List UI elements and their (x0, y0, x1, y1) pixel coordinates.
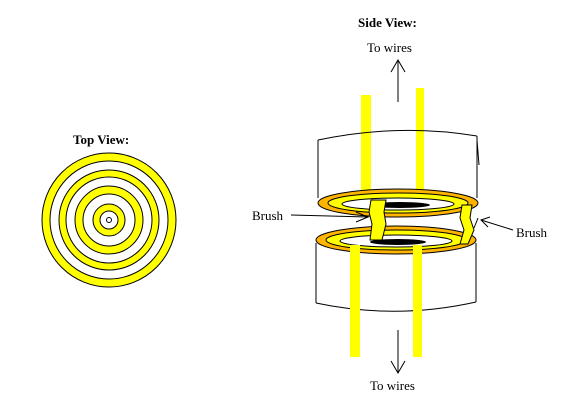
to-wires-top-label: To wires (367, 40, 412, 55)
arrow-up (390, 59, 406, 102)
lower-cylinder (315, 243, 477, 312)
wire-right-top (416, 88, 424, 196)
center-hole (106, 217, 112, 223)
wire-left-top (361, 95, 371, 195)
wire-right-bottom (413, 245, 422, 357)
top-view-title: Top View: (73, 132, 130, 147)
lower-slip-ring (315, 225, 477, 255)
brush-right-arrow (480, 216, 514, 231)
brush-left-arrow (290, 211, 370, 223)
brush-right-shape (459, 204, 475, 245)
brush-left-label: Brush (252, 208, 284, 223)
brush-left-shape (368, 199, 387, 241)
side-view-title: Side View: (358, 15, 417, 30)
upper-cylinder (317, 129, 480, 198)
top-view-rings (41, 152, 177, 288)
to-wires-bottom-label: To wires (370, 378, 415, 393)
upper-slip-ring (317, 188, 479, 218)
brush-right-label: Brush (516, 225, 548, 240)
arrow-down (390, 330, 406, 374)
wire-left-bottom (350, 245, 360, 357)
